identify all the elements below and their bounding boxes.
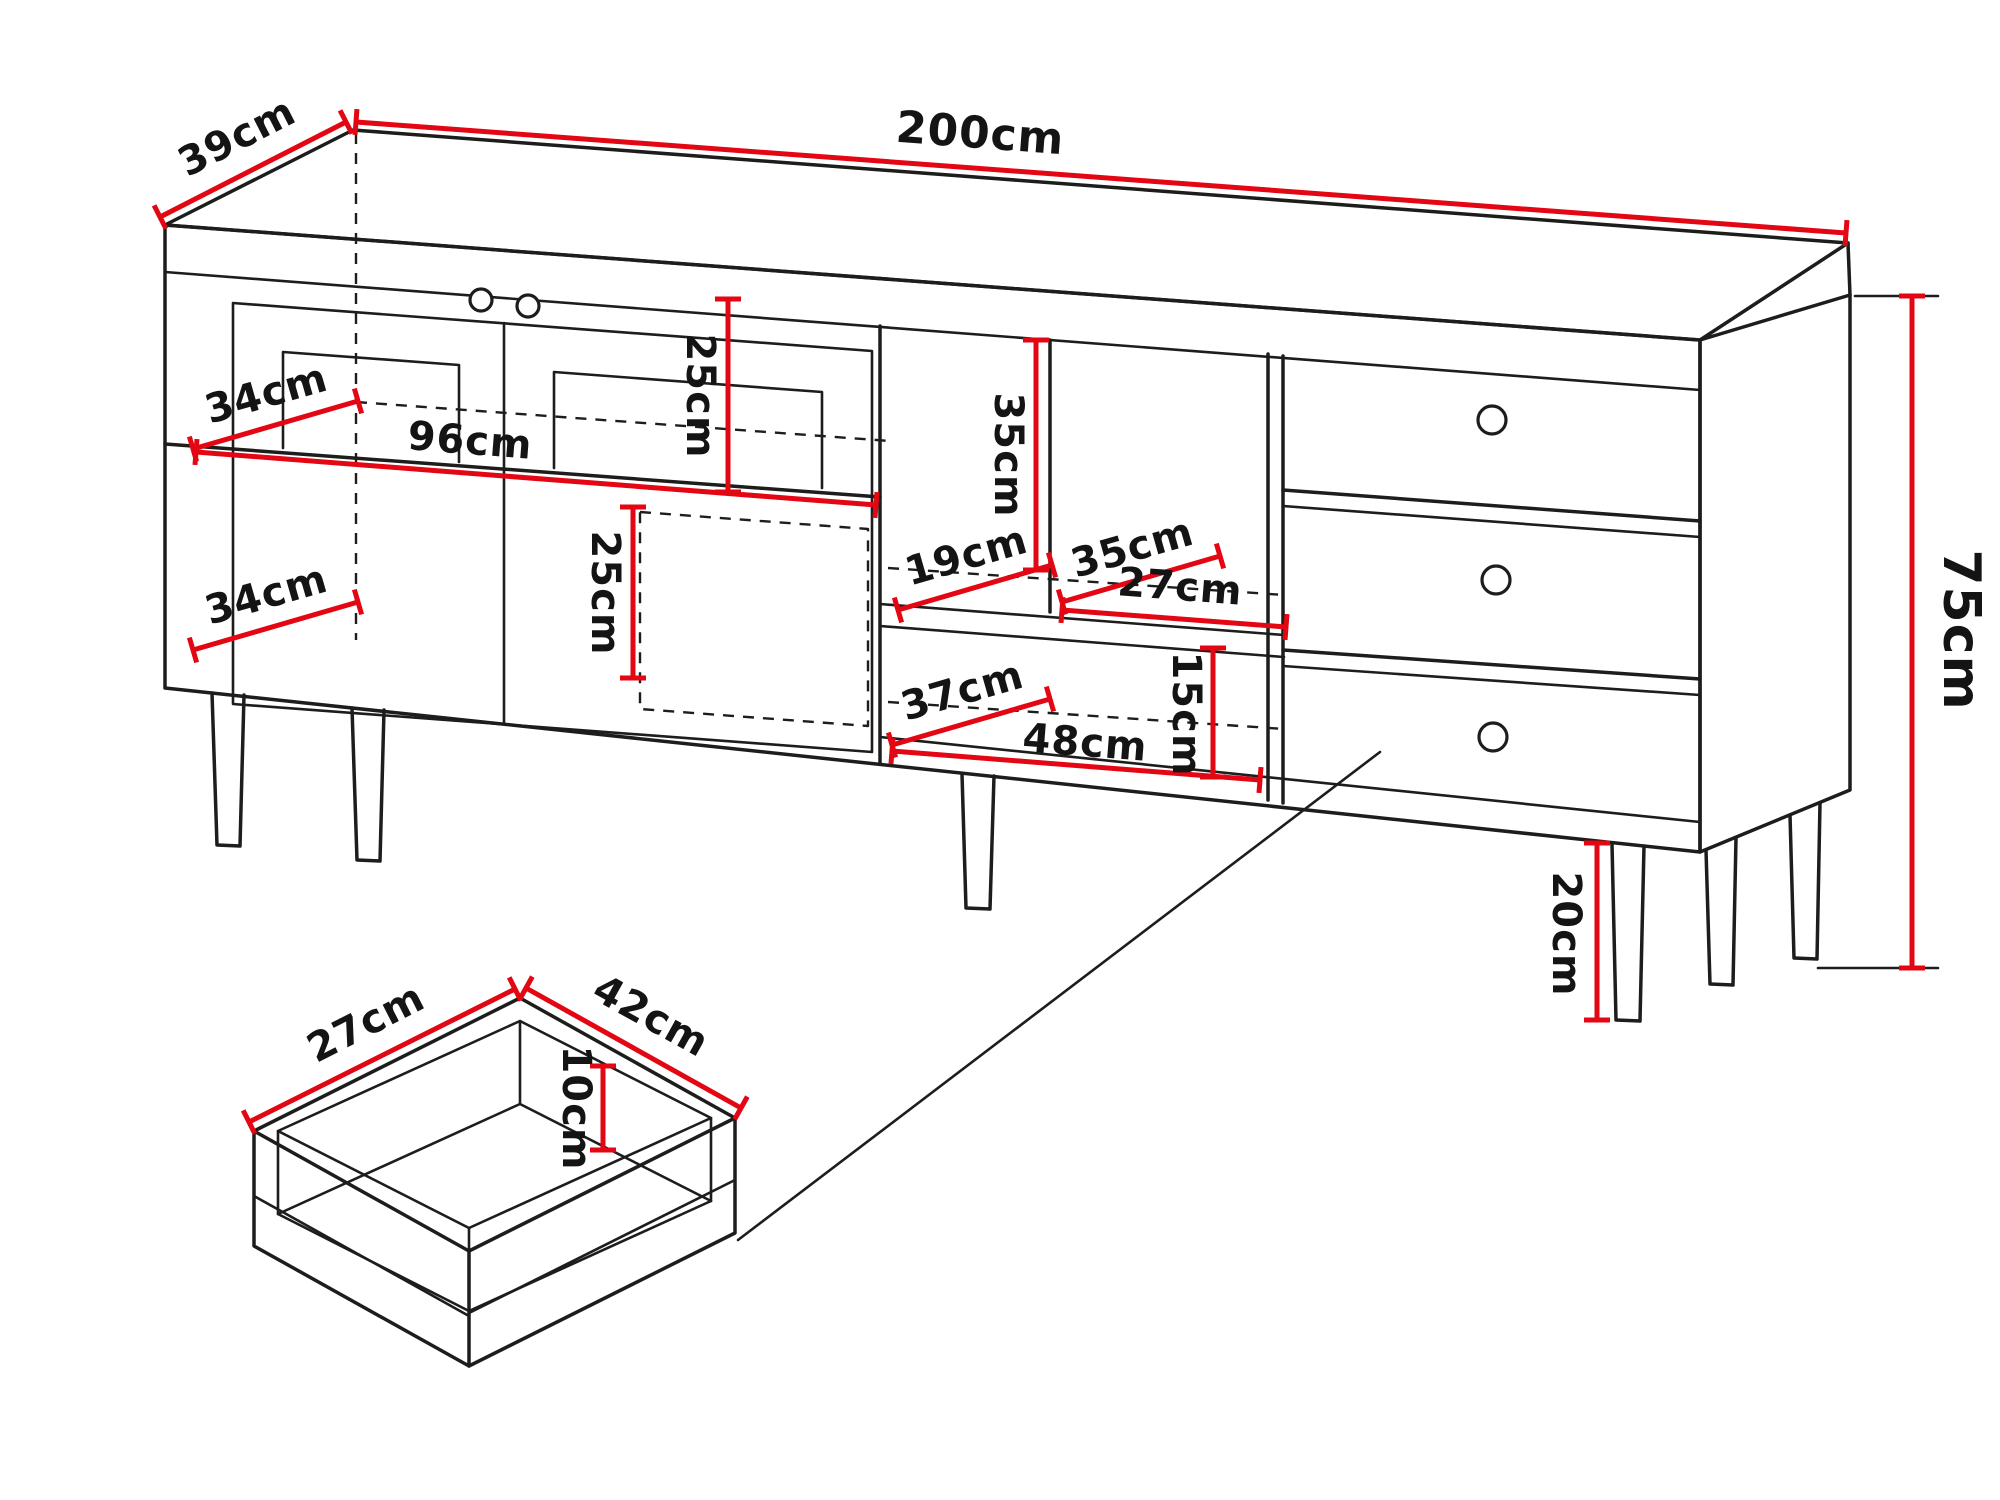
drawer-knob-bottom: [1477, 721, 1509, 753]
dimension-annotations: 39cm 200cm 75cm 20cm 34cm 96cm 25cm: [151, 88, 1991, 1171]
dim-depth-39-label: 39cm: [171, 88, 303, 186]
right-door-knob: [515, 293, 541, 319]
dim-shelf-depth-lower-34-line: [186, 588, 365, 664]
dim-niche-depth-19: 19cm: [891, 517, 1059, 624]
dim-bottom-height-15: 15cm: [1163, 645, 1226, 780]
cabinet-back-corner-edge: [1846, 241, 1852, 297]
dim-height-75: 75cm: [1899, 293, 1991, 971]
drawer-knob-top: [1476, 404, 1508, 436]
dim-niche-depth-35-line: [1055, 542, 1227, 616]
dim-depth-39-line: [151, 109, 355, 230]
dim-upper-compartment-25-label: 25cm: [677, 333, 723, 458]
dim-upper-compartment-25: 25cm: [677, 296, 741, 495]
dim-drawer-width-27: 27cm: [240, 974, 524, 1135]
dim-shelf-width-96: 96cm: [192, 413, 880, 519]
cabinet-side-panel: [1698, 293, 1852, 854]
dim-shelf-width-96-line: [192, 438, 880, 519]
leg-front-right: [1610, 842, 1646, 1023]
dim-niche-width-27-line: [1058, 596, 1290, 641]
dim-bottom-width-48-line: [888, 737, 1264, 794]
dim-drawer-width-27-line: [240, 976, 524, 1135]
dim-shelf-depth-lower-34-label: 34cm: [200, 556, 333, 635]
dim-niche-depth-19-label: 19cm: [900, 517, 1033, 596]
dim-width-200-label: 200cm: [894, 102, 1066, 166]
drawer-detail-drawing: [252, 750, 1382, 1368]
dim-shelf-depth-upper-34-label: 34cm: [200, 355, 333, 434]
drawer-divider-2b: [1281, 664, 1702, 697]
top-board-edge: [163, 270, 1702, 392]
dim-bottom-height-15-label: 15cm: [1163, 651, 1209, 776]
dim-middle-height-35: 35cm: [985, 337, 1049, 573]
dim-niche-width-27-label: 27cm: [1116, 559, 1244, 614]
dim-leg-height-20-label: 20cm: [1543, 871, 1589, 996]
drawer-panel-line-right: [467, 1178, 737, 1315]
dim-drawer-height-10-label: 10cm: [553, 1045, 599, 1170]
dim-shelf-depth-lower-34: 34cm: [186, 556, 365, 664]
drawer-knob-middle: [1480, 564, 1512, 596]
dim-lower-compartment-25-label: 25cm: [582, 530, 628, 655]
dim-leg-height-20: 20cm: [1543, 840, 1610, 1023]
dim-depth-39: 39cm: [151, 88, 355, 230]
dim-shelf-depth-upper-34: 34cm: [186, 355, 365, 463]
leg-side-front: [1704, 836, 1738, 987]
dim-drawer-height-10: 10cm: [553, 1045, 616, 1171]
cabinet-drawing: [163, 128, 1940, 1023]
left-shelf-back-edge-hidden: [355, 400, 891, 443]
drawer-divider-1a: [1281, 488, 1702, 523]
dim-drawer-depth-42-label: 42cm: [585, 966, 717, 1067]
dim-niche-depth-19-line: [891, 551, 1059, 624]
leg-side-back: [1788, 801, 1822, 961]
dim-width-200-line: [352, 108, 1850, 247]
dim-drawer-width-27-label: 27cm: [300, 974, 432, 1072]
leg-front-left: [210, 691, 246, 848]
dim-middle-height-35-label: 35cm: [985, 392, 1031, 517]
drawer-divider-2a: [1281, 648, 1702, 681]
glass-doors-outline: [231, 301, 874, 754]
dim-bottom-depth-37-line: [885, 685, 1057, 759]
dim-bottom-width-48-label: 48cm: [1021, 715, 1149, 771]
detail-pointer-line: [736, 750, 1382, 1242]
dim-niche-width-27: 27cm: [1058, 559, 1290, 641]
dim-height-75-label: 75cm: [1931, 549, 1991, 710]
dim-bottom-width-48: 48cm: [888, 715, 1264, 794]
dim-lower-compartment-25: 25cm: [582, 504, 646, 681]
cabinet-front-face: [163, 223, 1702, 854]
dim-width-200: 200cm: [352, 102, 1850, 247]
left-door-knob: [468, 287, 494, 313]
cabinet-top-face: [163, 128, 1850, 342]
dim-drawer-depth-42-line: [517, 975, 750, 1121]
leg-middle: [960, 772, 996, 911]
drawer-panel-line-left: [252, 1194, 471, 1318]
door-lower-frame-hidden: [638, 510, 870, 728]
drawer-divider-1b: [1281, 504, 1702, 539]
leg-back-left: [350, 706, 386, 863]
dim-shelf-width-96-label: 96cm: [406, 413, 534, 469]
drawer-floor: [276, 1102, 713, 1313]
dim-bottom-depth-37-label: 37cm: [896, 652, 1029, 731]
